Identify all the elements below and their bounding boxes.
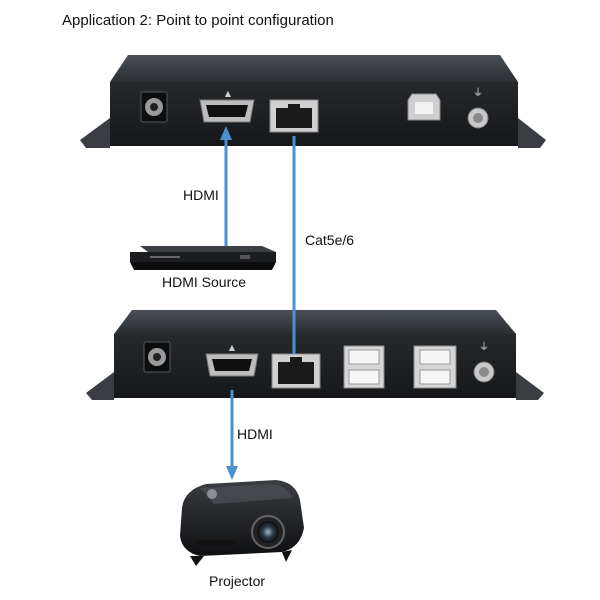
svg-text:⏚: ⏚ bbox=[473, 87, 483, 99]
usb-a-ports bbox=[343, 345, 385, 389]
usb-a-ports bbox=[413, 345, 457, 389]
cables bbox=[220, 126, 296, 480]
rj45-port bbox=[269, 99, 319, 133]
mounting-ear-right bbox=[516, 372, 544, 400]
ground-screw: ⏚ bbox=[467, 87, 489, 129]
hdmi-label-top: HDMI bbox=[183, 187, 219, 203]
power-button-icon bbox=[207, 489, 217, 499]
hdmi-source-label: HDMI Source bbox=[162, 274, 247, 290]
transmitter-device: ▲ ⏚ bbox=[80, 55, 546, 148]
mounting-ear-right bbox=[518, 118, 546, 148]
receiver-device: ▲ ⏚ bbox=[86, 310, 544, 400]
mounting-ear-left bbox=[86, 372, 114, 400]
device-top-panel bbox=[110, 55, 518, 82]
arrow-up-icon bbox=[220, 126, 232, 140]
hdmi-port: ▲ bbox=[199, 89, 255, 123]
hdmi-port: ▲ bbox=[205, 343, 259, 377]
diagram-title: Application 2: Point to point configurat… bbox=[62, 12, 334, 29]
hdmi-source-device bbox=[130, 246, 276, 270]
arrow-down-icon bbox=[226, 466, 238, 480]
device-top-panel bbox=[114, 310, 516, 334]
hdmi-label-bottom: HDMI bbox=[237, 426, 273, 442]
usb-b-port bbox=[407, 93, 441, 121]
mounting-ear-left bbox=[80, 118, 110, 148]
svg-text:▲: ▲ bbox=[225, 89, 232, 98]
cat-cable-label: Cat5e/6 bbox=[305, 232, 355, 248]
dc-power-jack bbox=[140, 91, 168, 123]
rj45-port bbox=[271, 353, 321, 389]
svg-text:▲: ▲ bbox=[229, 343, 236, 352]
lens-icon bbox=[257, 521, 279, 543]
projector-label: Projector bbox=[209, 573, 266, 589]
ground-screw: ⏚ bbox=[473, 341, 495, 383]
svg-text:⏚: ⏚ bbox=[479, 341, 489, 353]
dc-power-jack bbox=[143, 341, 171, 373]
projector-device bbox=[180, 480, 304, 566]
